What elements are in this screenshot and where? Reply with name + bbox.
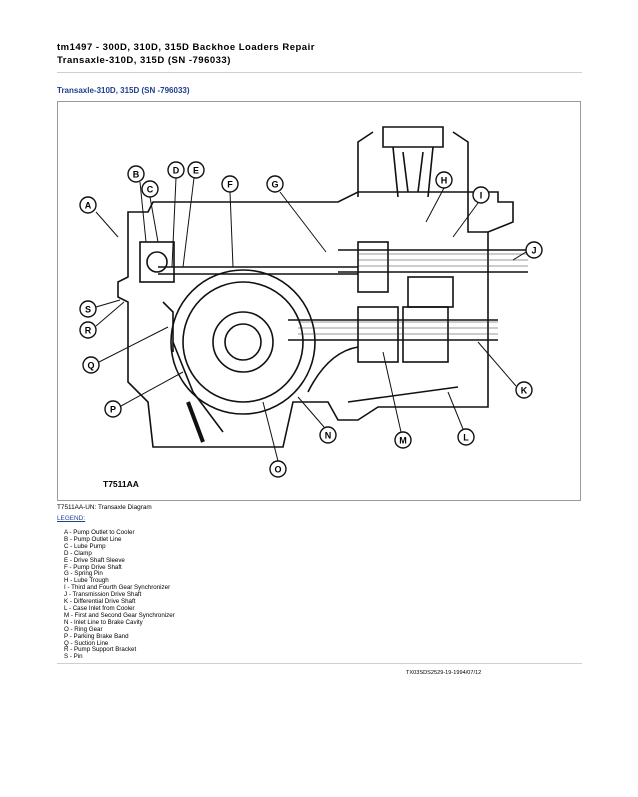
- legend-item: Q - Suction Line: [64, 639, 109, 647]
- callout-k: K: [477, 341, 533, 399]
- svg-text:H: H: [441, 176, 448, 186]
- callout-j: J: [512, 241, 543, 261]
- legend-item: O - Ring Gear: [64, 625, 103, 633]
- svg-text:I: I: [480, 191, 483, 201]
- legend-item: R - Pump Support Bracket: [64, 646, 137, 654]
- callout-s: S: [79, 299, 121, 318]
- legend-item: A - Pump Outlet to Cooler: [64, 529, 135, 536]
- svg-text:Q: Q: [87, 361, 94, 371]
- svg-text:L: L: [463, 433, 469, 443]
- legend-link[interactable]: LEGEND:: [57, 515, 86, 522]
- header-divider: [57, 72, 582, 73]
- callout-f: F: [221, 175, 239, 268]
- transaxle-diagram: A B C D E: [57, 101, 581, 501]
- legend-item: C - Lube Pump: [64, 542, 106, 550]
- svg-text:O: O: [274, 465, 281, 475]
- figure-id-label: T7511AA: [103, 479, 139, 489]
- legend-item: G - Spring Pin: [64, 570, 103, 578]
- svg-text:B: B: [133, 170, 140, 180]
- document-header: tm1497 - 300D, 310D, 315D Backhoe Loader…: [57, 41, 315, 67]
- legend-item: I - Third and Fourth Gear Synchronizer: [64, 584, 171, 592]
- legend-item: N - Inlet Line to Brake Cavity: [64, 618, 143, 626]
- svg-text:E: E: [193, 166, 199, 176]
- callout-b: B: [127, 165, 147, 243]
- header-line-1: tm1497 - 300D, 310D, 315D Backhoe Loader…: [57, 42, 315, 53]
- legend-item: H - Lube Trough: [64, 577, 109, 585]
- svg-text:M: M: [399, 436, 407, 446]
- svg-text:P: P: [110, 405, 116, 415]
- svg-text:D: D: [173, 166, 180, 176]
- callout-n: N: [297, 396, 337, 444]
- legend-item: J - Transmission Drive Shaft: [64, 591, 142, 599]
- legend-item: F - Pump Drive Shaft: [64, 563, 122, 571]
- svg-text:S: S: [85, 305, 91, 315]
- transaxle-drawing: A B C D E: [79, 126, 543, 489]
- callout-q: Q: [82, 326, 169, 374]
- callout-p: P: [104, 371, 184, 418]
- svg-text:A: A: [85, 201, 92, 211]
- svg-text:G: G: [271, 180, 278, 190]
- header-line-2: Transaxle-310D, 315D (SN -796033): [57, 55, 231, 66]
- callout-l: L: [447, 391, 475, 446]
- legend-item: M - First and Second Gear Synchronizer: [64, 611, 175, 619]
- legend-list: A - Pump Outlet to Cooler B - Pump Outle…: [64, 529, 175, 661]
- section-title: Transaxle-310D, 315D (SN -796033): [57, 86, 190, 95]
- legend-item: L - Case Inlet from Cooler: [64, 604, 135, 612]
- document-code: TX03SDS2529-19-1994/07/12: [406, 670, 482, 676]
- legend-item: D - Clamp: [64, 549, 92, 557]
- callout-d: D: [167, 161, 185, 268]
- legend-item: S - Pin: [64, 653, 83, 661]
- legend-item: K - Differential Drive Shaft: [64, 598, 136, 606]
- callout-m: M: [382, 351, 412, 449]
- callout-i: I: [452, 186, 490, 238]
- svg-text:K: K: [521, 386, 528, 396]
- legend-item: B - Pump Outlet Line: [64, 535, 122, 543]
- svg-text:C: C: [147, 185, 154, 195]
- callout-a: A: [79, 196, 119, 238]
- footer-divider: [57, 663, 582, 664]
- figure-caption: T7511AA-UN: Transaxle Diagram: [57, 504, 152, 511]
- svg-text:R: R: [85, 326, 92, 336]
- svg-text:J: J: [531, 246, 536, 256]
- legend-item: P - Parking Brake Band: [64, 632, 129, 640]
- callout-o: O: [262, 401, 287, 478]
- callout-g: G: [266, 175, 327, 253]
- callout-h: H: [425, 171, 453, 223]
- legend-item: E - Drive Shaft Sleeve: [64, 556, 125, 564]
- svg-text:F: F: [227, 180, 233, 190]
- callout-r: R: [79, 301, 125, 339]
- svg-text:N: N: [325, 431, 332, 441]
- callout-c: C: [141, 180, 159, 243]
- callout-e: E: [182, 161, 205, 268]
